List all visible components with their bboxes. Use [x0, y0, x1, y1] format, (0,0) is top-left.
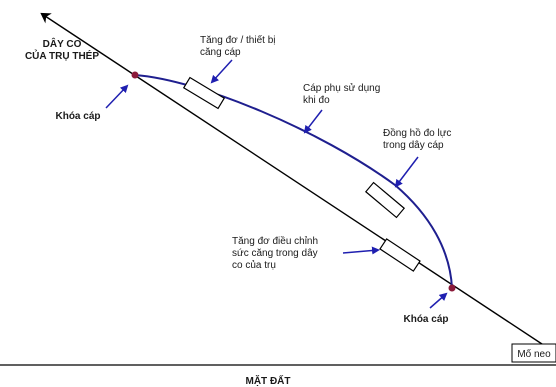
anchor-label: Mố neo: [517, 348, 551, 360]
cable-lock-bottom-label: Khóa cáp: [403, 314, 448, 325]
cable-lock-top-arrow: [105, 84, 129, 109]
turnbuckle-device-label-line1: Tăng đơ / thiết bị: [200, 34, 276, 46]
cable-lock-bottom-arrow: [429, 292, 448, 309]
cable-lock-point-bottom: [448, 284, 456, 292]
aux-cable-label-line2: khi đo: [303, 95, 330, 106]
turnbuckle-device-arrow: [210, 59, 233, 84]
turnbuckle-device-box: [182, 76, 226, 110]
adjust-turnbuckle-arrow: [342, 246, 380, 255]
ground-label: MẶT ĐẤT: [246, 374, 291, 387]
force-meter-box: [364, 181, 406, 219]
meter-label-line1: Đồng hồ đo lực: [383, 127, 451, 139]
adjust-turnbuckle-box: [379, 238, 421, 272]
turnbuckle-device-label-line2: căng cáp: [200, 47, 241, 58]
aux-cable-arrow: [303, 109, 323, 134]
guy-wire-line: [40, 12, 546, 347]
meter-arrow: [394, 156, 419, 188]
meter-label-line2: trong dây cáp: [383, 140, 444, 151]
anchor-box: [511, 343, 556, 363]
adjust-turnbuckle-label-line3: co của trụ: [232, 259, 276, 271]
cable-lock-point-top: [131, 71, 139, 79]
cable-lock-top-label: Khóa cáp: [55, 111, 100, 122]
guy-wire-label-line2: CỦA TRỤ THÉP: [25, 49, 99, 62]
adjust-turnbuckle-label-line1: Tăng đơ điều chỉnh: [232, 235, 318, 247]
aux-cable-label-line1: Cáp phụ sử dụng: [303, 82, 380, 94]
guy-wire-label-line1: DÂY CO: [43, 37, 82, 50]
adjust-turnbuckle-label-line2: sức căng trong dây: [232, 248, 318, 259]
